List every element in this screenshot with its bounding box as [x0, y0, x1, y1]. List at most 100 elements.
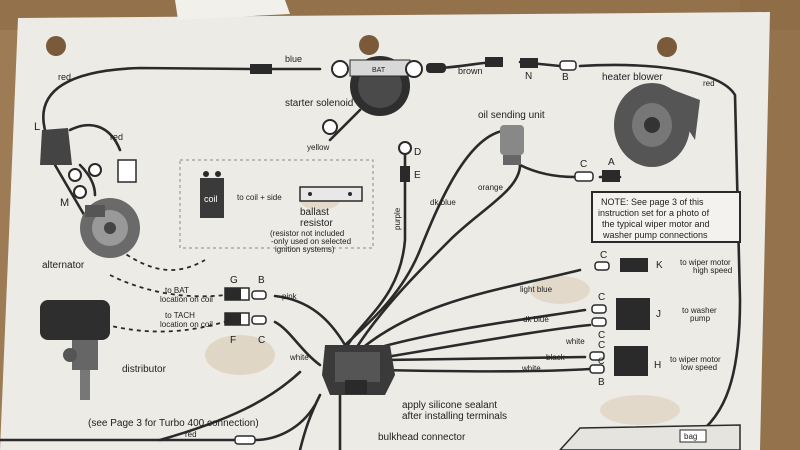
ring-terminal	[68, 168, 82, 182]
paper-stain	[600, 395, 680, 425]
j-label: J	[656, 309, 661, 320]
l-label: L	[34, 121, 40, 133]
note-line-2: instruction set for a photo of	[598, 208, 710, 218]
bag-label: bag	[684, 432, 697, 441]
b-h-label: B	[598, 377, 605, 388]
to-tach-label-2: location on coil	[160, 320, 213, 329]
blue-label: blue	[285, 54, 302, 64]
c-mid-label: C	[258, 335, 265, 346]
oil-sending-unit-label: oil sending unit	[478, 110, 545, 121]
g-connector	[224, 287, 267, 301]
heater-blower	[614, 83, 700, 167]
k-connector	[594, 258, 648, 272]
dk-blue-mid-label: dk blue	[430, 198, 456, 207]
ballast-resistor	[299, 186, 363, 202]
b-top-label: B	[562, 72, 569, 83]
starter-solenoid-label: starter solenoid	[285, 98, 353, 109]
to-washer-1: to washer	[682, 306, 717, 315]
c-h2-label: C	[598, 356, 605, 366]
b-top-terminal	[559, 60, 577, 71]
m-label: M	[60, 197, 69, 209]
ring-terminal	[88, 163, 102, 177]
brown-label: brown	[458, 66, 483, 76]
yellow-ring-terminal	[322, 119, 338, 135]
distributor	[40, 300, 110, 400]
e-label: E	[414, 170, 421, 181]
distributor-label: distributor	[122, 364, 167, 375]
k-label: K	[656, 260, 663, 271]
note-box	[591, 191, 741, 243]
sealant-label-1: apply silicone sealant	[402, 400, 497, 411]
punch-hole	[359, 35, 379, 55]
red-bottom-label: red	[185, 430, 197, 439]
sealant-label-2: after installing terminals	[402, 411, 507, 422]
to-tach-label-1: to TACH	[165, 311, 195, 320]
f-label: F	[230, 335, 236, 346]
d-terminal	[398, 141, 412, 155]
h-connector	[589, 346, 648, 376]
note-line-3: the typical wiper motor and	[602, 219, 710, 229]
c-j1-label: C	[598, 292, 605, 303]
resistor-note-box	[179, 159, 374, 249]
purple-label: purple	[393, 207, 402, 230]
punch-hole	[46, 36, 66, 56]
punch-hole	[657, 37, 677, 57]
bulkhead-label: bulkhead connector	[378, 432, 466, 443]
c-h1-label: C	[598, 340, 605, 351]
e-connector	[400, 166, 410, 182]
n-label: N	[525, 71, 532, 82]
dk-blue-right-label: dk blue	[523, 315, 549, 324]
white-left-label: white	[289, 353, 309, 362]
j-connector	[591, 298, 650, 330]
ring-terminal	[73, 185, 87, 199]
white-mid-label: white	[565, 337, 585, 346]
d-label: D	[414, 147, 421, 158]
bat-label: BAT	[372, 67, 386, 74]
note-line-4: washer pump connections	[602, 230, 708, 240]
red-mid-label: red	[110, 132, 123, 142]
alternator	[80, 198, 140, 258]
alternator-label: alternator	[42, 260, 85, 271]
orange-label: orange	[478, 183, 503, 192]
to-wiper-low-1: to wiper motor	[670, 355, 721, 364]
wires	[0, 60, 742, 450]
heater-blower-label: heater blower	[602, 72, 663, 83]
to-wiper-high-1: to wiper motor	[680, 258, 731, 267]
c-a-connector	[574, 170, 620, 182]
h-label: H	[654, 360, 661, 371]
paper-sheet	[0, 12, 770, 450]
g-label: G	[230, 275, 238, 286]
n-connector	[520, 58, 538, 68]
resistor-note-1: (resistor not included	[270, 229, 344, 238]
yellow-label: yellow	[307, 143, 329, 152]
paper-stain	[530, 276, 590, 304]
resistor-note-2: -only used on selected	[271, 237, 351, 246]
resistor-label: resistor	[300, 218, 333, 229]
red-right-label: red	[703, 79, 715, 88]
to-bat-label-1: to BAT	[165, 286, 189, 295]
ballast-label: ballast	[300, 207, 329, 218]
to-washer-2: pump	[690, 314, 711, 323]
f-connector	[224, 312, 267, 326]
resistor-note-3: ignition systems)	[275, 245, 335, 254]
paper-top-flap	[175, 0, 290, 20]
paper-stain	[205, 335, 275, 375]
bag-illustration	[558, 424, 741, 450]
red-bottom-connector	[234, 435, 256, 445]
pink-label: pink	[282, 292, 298, 301]
black-label: black	[546, 353, 566, 362]
a-label: A	[608, 157, 615, 168]
to-coil-side-label: to coil + side	[237, 193, 282, 202]
b-mid-label: B	[258, 275, 265, 286]
white-right-label: white	[521, 364, 541, 373]
c-j2-label: C	[598, 330, 605, 341]
brown-wire-connector	[485, 57, 503, 67]
c-k-label: C	[600, 250, 607, 261]
turbo-note-label: (see Page 3 for Turbo 400 connection)	[88, 418, 259, 429]
l-connector	[40, 128, 72, 165]
starter-solenoid	[331, 56, 446, 116]
note-line-1: NOTE: See page 3 of this	[601, 197, 704, 207]
c-top-label: C	[580, 159, 587, 170]
to-wiper-low-2: low speed	[681, 363, 717, 372]
